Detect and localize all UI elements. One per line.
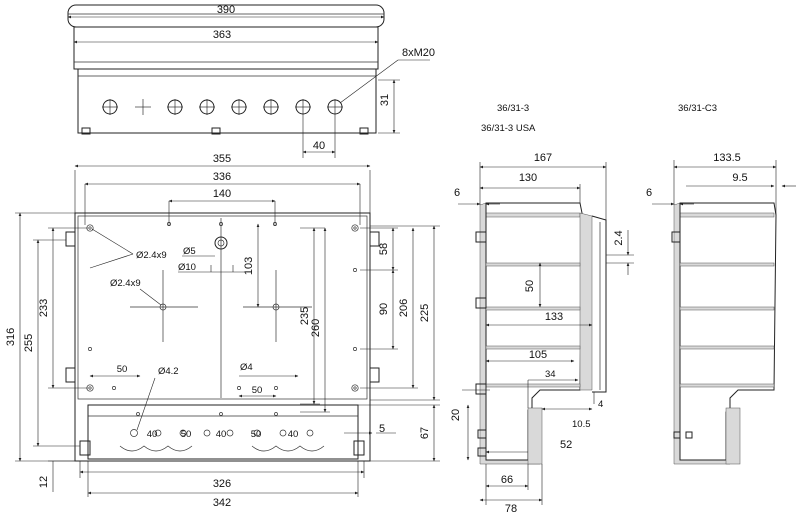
dim-390: 390 bbox=[217, 4, 235, 16]
dim-9-5: 9.5 bbox=[732, 172, 747, 184]
dim-105: 105 bbox=[529, 349, 547, 361]
dim-52: 52 bbox=[560, 439, 572, 451]
dim-260: 260 bbox=[310, 319, 322, 337]
dim-20: 20 bbox=[450, 409, 462, 421]
dim-66: 66 bbox=[501, 474, 513, 486]
pitch-4: 50 bbox=[251, 429, 262, 440]
dim-6-a: 6 bbox=[454, 187, 460, 199]
dim-133: 133 bbox=[545, 311, 563, 323]
dim-4: 4 bbox=[598, 399, 603, 410]
dim-50-left: 50 bbox=[117, 364, 128, 375]
dim-90: 90 bbox=[378, 303, 390, 315]
dim-225: 225 bbox=[419, 304, 431, 322]
callout-hole-5: Ø5 bbox=[183, 246, 196, 257]
dim-12: 12 bbox=[38, 476, 50, 488]
dim-34: 34 bbox=[545, 369, 556, 380]
dim-167: 167 bbox=[534, 152, 552, 164]
section-a-title-2: 36/31-3 USA bbox=[481, 123, 536, 134]
dim-130: 130 bbox=[519, 172, 537, 184]
dim-5: 5 bbox=[379, 423, 385, 435]
front-view-outline bbox=[74, 212, 371, 462]
dim-355: 355 bbox=[213, 153, 231, 165]
dim-10-5: 10.5 bbox=[572, 419, 591, 430]
section-view-a: 36/31-3 36/31-3 USA 167 130 6 bbox=[450, 103, 634, 515]
front-view: 355 336 140 316 255 233 235 260 225 bbox=[5, 153, 440, 509]
pitch-1: 40 bbox=[147, 429, 158, 440]
section-view-b: 36/31-C3 133.5 9.5 6 bbox=[646, 103, 796, 465]
dim-6-b: 6 bbox=[646, 187, 652, 199]
dim-50-a: 50 bbox=[524, 280, 536, 292]
terminal-holes bbox=[130, 412, 314, 437]
dim-336: 336 bbox=[213, 171, 231, 183]
section-b-title: 36/31-C3 bbox=[678, 103, 717, 114]
dim-133-5: 133.5 bbox=[713, 152, 741, 164]
dim-326: 326 bbox=[213, 478, 231, 490]
pitch-5: 40 bbox=[288, 429, 299, 440]
dim-58: 58 bbox=[378, 243, 390, 255]
dim-235: 235 bbox=[299, 307, 311, 325]
dim-140: 140 bbox=[213, 188, 231, 200]
dim-67: 67 bbox=[419, 427, 431, 439]
callout-hole-42: Ø4.2 bbox=[158, 366, 179, 377]
dim-78: 78 bbox=[505, 503, 517, 515]
dim-233: 233 bbox=[38, 299, 50, 317]
cable-entry-holes bbox=[102, 99, 343, 115]
dim-342: 342 bbox=[213, 497, 231, 509]
callout-hole-10: Ø10 bbox=[178, 262, 196, 273]
top-view-base bbox=[77, 68, 377, 134]
section-a-title-1: 36/31-3 bbox=[497, 103, 529, 114]
dim-206: 206 bbox=[398, 299, 410, 317]
thread-note: 8xM20 bbox=[402, 47, 435, 59]
dim-40: 40 bbox=[313, 140, 325, 152]
dim-31: 31 bbox=[379, 94, 391, 106]
dim-50-right: 50 bbox=[252, 385, 263, 396]
dim-255: 255 bbox=[23, 334, 35, 352]
dim-2-4: 2.4 bbox=[613, 230, 625, 245]
dim-363: 363 bbox=[213, 29, 231, 41]
callout-mount-hole: Ø2.4x9 bbox=[136, 250, 167, 261]
dim-103: 103 bbox=[243, 257, 255, 275]
callout-hole-4: Ø4 bbox=[240, 362, 253, 373]
pitch-2: 50 bbox=[181, 429, 192, 440]
dim-316: 316 bbox=[5, 328, 17, 346]
terminal-strip bbox=[87, 404, 359, 460]
callout-center-hole: Ø2.4x9 bbox=[110, 278, 141, 289]
pitch-3: 40 bbox=[216, 429, 227, 440]
top-view: 390 363 8xM20 31 40 bbox=[67, 4, 435, 158]
